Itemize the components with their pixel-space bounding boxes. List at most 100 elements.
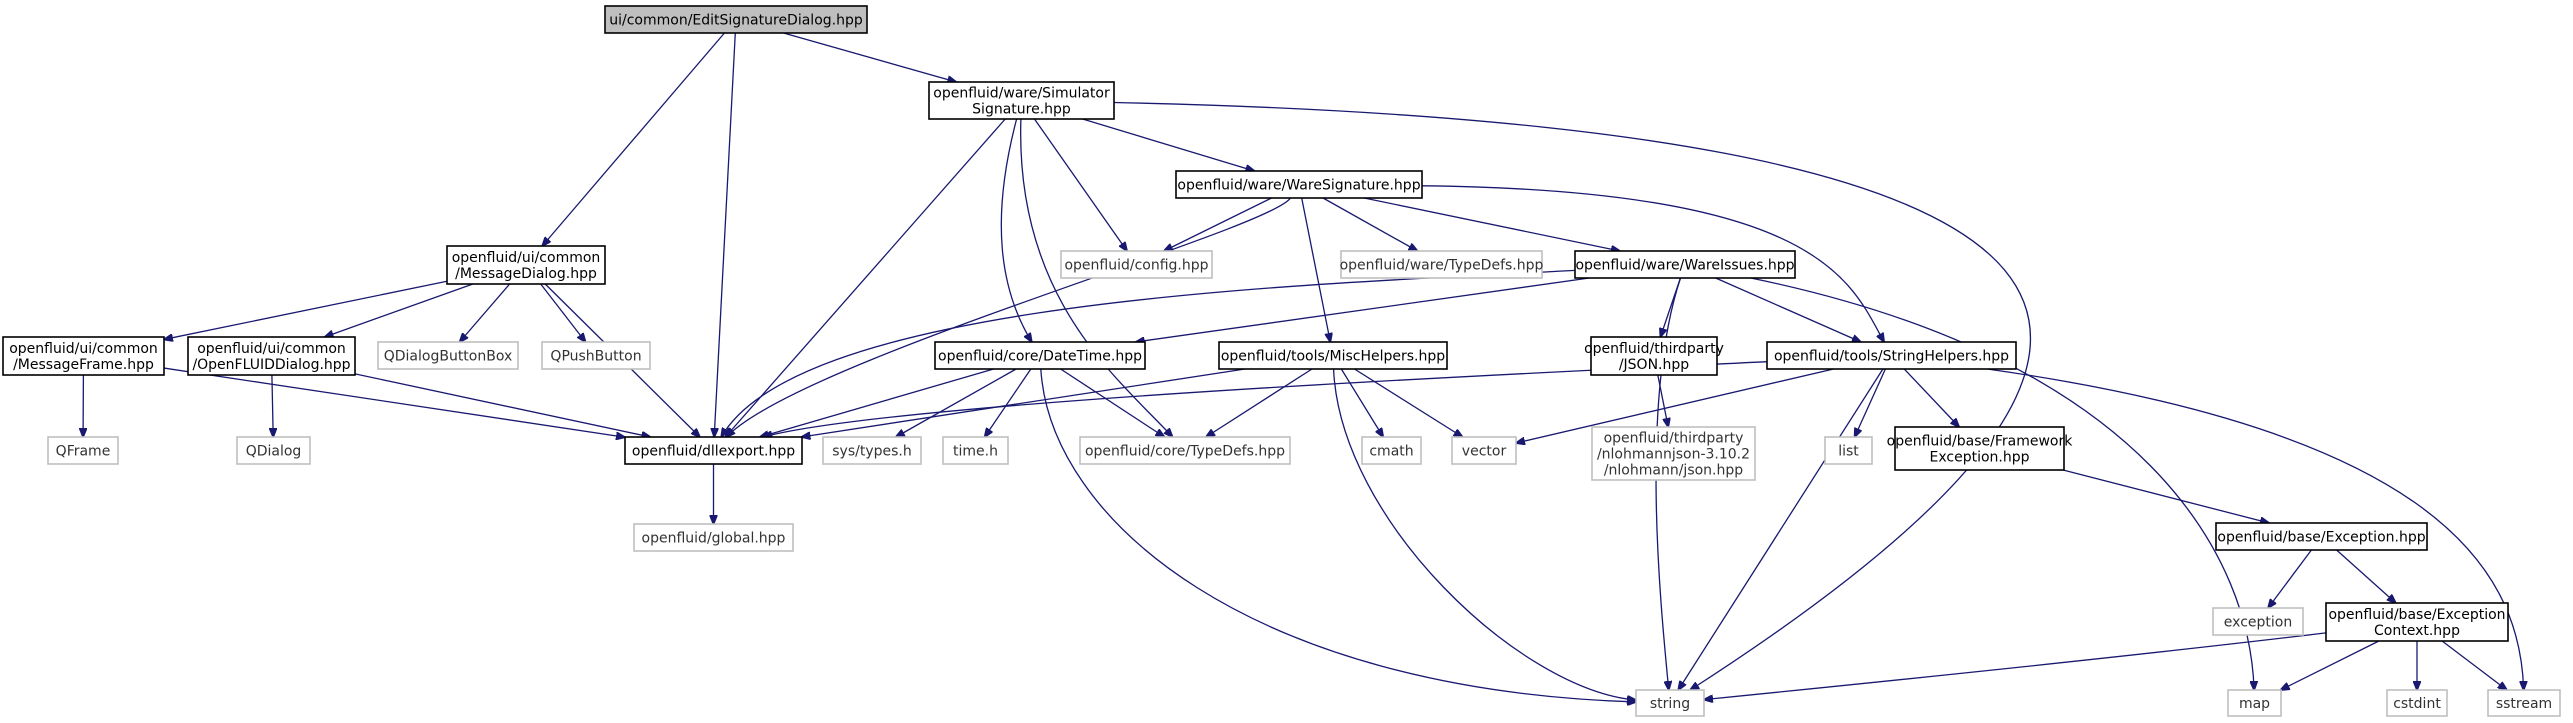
edge-simsig-to-datetime (1000, 118, 1031, 342)
node-list: list (1824, 436, 1873, 465)
edge-excctx-to-map (2281, 640, 2380, 690)
node-box-datetime (934, 341, 1146, 370)
edge-wareissues-to-strhelpers (1715, 277, 1861, 342)
node-box-excctx (2325, 602, 2509, 642)
edge-root-to-msgdlg (542, 32, 725, 246)
node-dllexport[interactable]: openfluid/dllexport.hpp (624, 436, 803, 465)
edge-datetime-to-coretypedefs (1060, 368, 1165, 437)
edge-strhelpers-to-list (1855, 368, 1886, 437)
node-box-timeh (942, 436, 1009, 465)
node-global: openfluid/global.hpp (633, 523, 794, 552)
node-label-list-line-0: list (1838, 444, 1859, 460)
edge-exc-to-excctx (2336, 549, 2396, 603)
node-label-simsig-line-0: openfluid/ware/Simulator (933, 86, 1110, 102)
node-string: string (1635, 689, 1705, 717)
edge-strhelpers-to-fwexc (1903, 368, 1959, 427)
node-config: openfluid/config.hpp (1060, 250, 1213, 279)
node-box-qdlgbtnbox (377, 341, 519, 370)
node-label-systypes-line-0: sys/types.h (832, 444, 911, 460)
edge-mischelpers-to-string (1332, 368, 1636, 700)
node-box-string (1635, 689, 1705, 717)
node-label-nlohmann-line-0: openfluid/thirdparty (1604, 431, 1744, 447)
node-mischelpers[interactable]: openfluid/tools/MiscHelpers.hpp (1218, 341, 1448, 370)
edge-strhelpers-to-string (1678, 368, 1884, 690)
node-box-list (1824, 436, 1873, 465)
node-box-cmath (1361, 436, 1422, 465)
node-label-config-line-0: openfluid/config.hpp (1064, 258, 1208, 274)
node-label-qframe-line-0: QFrame (56, 444, 111, 460)
node-qdialog: QDialog (236, 436, 311, 465)
node-box-global (633, 523, 794, 552)
edge-msgframe-to-dllexport (163, 367, 625, 437)
node-label-cmath-line-0: cmath (1369, 444, 1413, 460)
node-exception: exception (2212, 607, 2304, 636)
node-timeh: time.h (942, 436, 1009, 465)
node-label-coretypedefs-line-0: openfluid/core/TypeDefs.hpp (1085, 444, 1285, 460)
node-box-strhelpers (1766, 341, 2017, 370)
node-label-waresig-line-0: openfluid/ware/WareSignature.hpp (1177, 178, 1420, 194)
edge-waresig-to-dllexport (726, 197, 1291, 437)
node-coretypedefs: openfluid/core/TypeDefs.hpp (1079, 436, 1291, 465)
node-label-qpushbtn-line-0: QPushButton (550, 349, 641, 365)
edge-wareissues-to-map (1750, 277, 2254, 690)
node-box-fwexc (1894, 426, 2065, 471)
node-ofdlg[interactable]: openfluid/ui/common/OpenFLUIDDialog.hpp (187, 336, 356, 376)
node-label-root-line-0: ui/common/EditSignatureDialog.hpp (609, 13, 863, 29)
node-label-tpjson-line-0: openfluid/thirdparty (1584, 341, 1724, 357)
edge-datetime-to-timeh (985, 368, 1032, 437)
node-label-dllexport-line-0: openfluid/dllexport.hpp (632, 444, 795, 460)
node-label-fwexc-line-0: openfluid/base/Framework (1887, 434, 2074, 450)
node-strhelpers[interactable]: openfluid/tools/StringHelpers.hpp (1766, 341, 2017, 370)
edge-wareissues-to-datetime (1136, 277, 1590, 342)
node-label-wareissues-line-0: openfluid/ware/WareIssues.hpp (1575, 258, 1794, 274)
node-box-dllexport (624, 436, 803, 465)
node-label-fwexc-line-1: Exception.hpp (1930, 450, 2030, 466)
edge-wareissues-to-string (1655, 277, 1682, 690)
node-msgdlg[interactable]: openfluid/ui/common/MessageDialog.hpp (446, 245, 606, 285)
node-label-msgframe-line-0: openfluid/ui/common (9, 341, 158, 357)
node-box-vector (1451, 436, 1517, 465)
node-cmath: cmath (1361, 436, 1422, 465)
node-sstream: sstream (2487, 689, 2561, 717)
edge-ofdlg-to-qdialog (272, 374, 273, 437)
node-box-map (2227, 689, 2282, 717)
node-box-waretypedefs (1340, 250, 1543, 279)
edge-excctx-to-string (1704, 632, 2327, 700)
node-label-nlohmann-line-2: /nlohmann/json.hpp (1604, 463, 1743, 479)
edge-simsig-to-config (1033, 118, 1127, 251)
node-box-qpushbtn (541, 341, 651, 370)
node-label-qdlgbtnbox-line-0: QDialogButtonBox (384, 349, 513, 365)
node-vector: vector (1451, 436, 1517, 465)
node-wareissues[interactable]: openfluid/ware/WareIssues.hpp (1574, 250, 1796, 279)
node-root[interactable]: ui/common/EditSignatureDialog.hpp (604, 5, 868, 34)
node-label-ofdlg-line-0: openfluid/ui/common (197, 341, 346, 357)
node-msgframe[interactable]: openfluid/ui/common/MessageFrame.hpp (2, 336, 165, 376)
edge-ofdlg-to-dllexport (354, 373, 650, 437)
node-label-vector-line-0: vector (1462, 444, 1507, 460)
node-tpjson[interactable]: openfluid/thirdparty/JSON.hpp (1584, 336, 1724, 376)
node-exc[interactable]: openfluid/base/Exception.hpp (2215, 522, 2428, 551)
edge-waresig-to-mischelpers (1301, 197, 1331, 342)
node-label-msgframe-line-1: /MessageFrame.hpp (13, 357, 154, 373)
node-waresig[interactable]: openfluid/ware/WareSignature.hpp (1175, 170, 1423, 199)
node-label-sstream-line-0: sstream (2496, 696, 2552, 712)
edge-root-to-dllexport (714, 32, 736, 437)
edge-simsig-to-coretypedefs (1020, 118, 1173, 437)
node-box-tpjson (1590, 336, 1718, 376)
edge-mischelpers-to-vector (1354, 368, 1462, 437)
node-box-qdialog (236, 436, 311, 465)
node-systypes: sys/types.h (822, 436, 922, 465)
node-qdlgbtnbox: QDialogButtonBox (377, 341, 519, 370)
node-datetime[interactable]: openfluid/core/DateTime.hpp (934, 341, 1146, 370)
edge-waresig-to-config (1164, 197, 1272, 251)
edge-waresig-to-waretypedefs (1322, 197, 1417, 251)
node-label-mischelpers-line-0: openfluid/tools/MiscHelpers.hpp (1221, 349, 1445, 365)
edge-root-to-simsig (783, 32, 957, 82)
node-label-string-line-0: string (1650, 696, 1690, 712)
node-box-exc (2215, 522, 2428, 551)
node-label-datetime-line-0: openfluid/core/DateTime.hpp (938, 349, 1142, 365)
